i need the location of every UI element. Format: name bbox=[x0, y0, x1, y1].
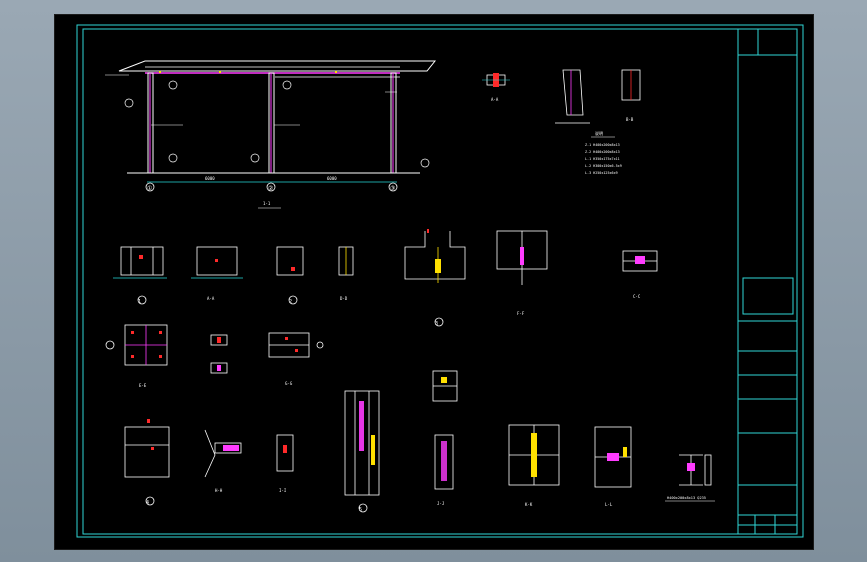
section-tag-e-e: E-E bbox=[139, 383, 147, 388]
span-dimension-2: 6000 bbox=[327, 176, 337, 181]
section-tag-c-c: C-C bbox=[633, 294, 641, 299]
elevation-caption: 1-1 bbox=[263, 201, 271, 206]
grid-mark-1: ① bbox=[147, 185, 152, 192]
svg-text:Z-1 H400x200x8x13: Z-1 H400x200x8x13 bbox=[585, 143, 620, 147]
svg-text:L-2 H300x150x6.5x9: L-2 H300x150x6.5x9 bbox=[585, 164, 622, 168]
section-tag-a-a: A-A bbox=[207, 296, 215, 301]
grid-mark-3: ③ bbox=[390, 185, 395, 192]
svg-text:说明: 说明 bbox=[595, 130, 603, 136]
detail-plate-small: A-A bbox=[482, 73, 510, 102]
section-tag-b: B-B bbox=[626, 117, 634, 122]
grid-markers bbox=[145, 182, 398, 192]
drawing-frame bbox=[76, 24, 804, 538]
row-2-accents bbox=[139, 229, 645, 273]
detail-stiffener: B-B bbox=[555, 69, 641, 124]
frame-elevation: ① ② ③ 6000 6000 1-1 bbox=[105, 60, 437, 209]
grid-mark-2: ② bbox=[268, 185, 273, 192]
section-tag-a: A-A bbox=[491, 97, 499, 102]
svg-text:L-1 H350x175x7x11: L-1 H350x175x7x11 bbox=[585, 157, 620, 161]
row-4-details bbox=[124, 370, 712, 513]
material-notes: 说明 Z-1 H400x200x8x13 Z-2 H400x200x8x13 L… bbox=[585, 130, 622, 175]
detail-mark-2: 2 bbox=[289, 299, 292, 305]
detail-mark-5: 5 bbox=[359, 507, 362, 513]
detail-mark-1: 1 bbox=[138, 299, 141, 305]
row-3-accents bbox=[131, 331, 298, 371]
section-tag-l-l: L-L bbox=[605, 502, 613, 507]
section-tag-g-g: G-G bbox=[285, 381, 293, 386]
title-block bbox=[737, 28, 798, 535]
section-size-label: H400x200x8x13 Q235 bbox=[667, 496, 706, 500]
section-tag-j-j: J-J bbox=[437, 501, 444, 506]
row-4-accents bbox=[147, 377, 695, 481]
drawing-canvas: ① ② ③ 6000 6000 1-1 bbox=[76, 24, 804, 538]
section-tag-d-d: D-D bbox=[340, 296, 348, 301]
detail-mark-4: 4 bbox=[146, 500, 149, 506]
cad-drawing-viewport[interactable]: ① ② ③ 6000 6000 1-1 bbox=[54, 14, 814, 550]
section-tag-h-h: H-H bbox=[215, 488, 223, 493]
row-2-details bbox=[113, 230, 658, 327]
span-dimension-1: 6000 bbox=[205, 176, 215, 181]
section-tag-k-k: K-K bbox=[525, 502, 533, 507]
section-tag-f-f: F-F bbox=[517, 311, 525, 316]
svg-text:Z-2 H400x200x8x13: Z-2 H400x200x8x13 bbox=[585, 150, 620, 154]
svg-text:L-3 H250x125x6x9: L-3 H250x125x6x9 bbox=[585, 171, 618, 175]
section-tag-i-i: I-I bbox=[279, 488, 287, 493]
detail-mark-3: 3 bbox=[435, 321, 438, 327]
row-3-details bbox=[105, 324, 324, 374]
